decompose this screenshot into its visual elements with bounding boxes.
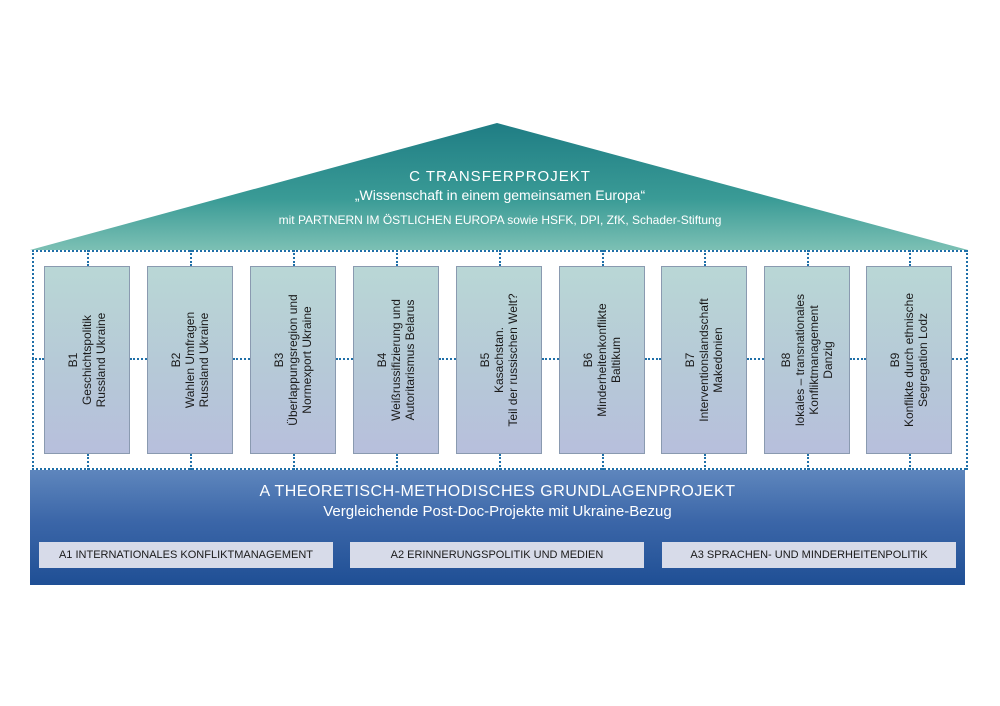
connector-between bbox=[336, 358, 353, 360]
connector-between bbox=[747, 358, 764, 360]
pillar-code: B9 bbox=[888, 352, 902, 368]
pillar-line: Wahlen Umfragen bbox=[183, 311, 197, 409]
connector-top bbox=[87, 250, 89, 266]
pillar-line: Überlappungsregion und bbox=[286, 294, 300, 426]
connector-top bbox=[704, 250, 706, 266]
pillar-code: B8 bbox=[779, 352, 793, 368]
connector-bottom bbox=[704, 454, 706, 470]
pillar-line: Geschichtspolitik bbox=[80, 314, 94, 406]
connector-bottom bbox=[499, 454, 501, 470]
connector-between bbox=[542, 358, 559, 360]
connector-top bbox=[499, 250, 501, 266]
pillar-code: B1 bbox=[66, 352, 80, 368]
pillar-code: B4 bbox=[375, 352, 389, 368]
roof-subtitle: „Wissenschaft in einem gemeinsamen Europ… bbox=[354, 187, 646, 203]
connector-bottom bbox=[396, 454, 398, 470]
connector-top bbox=[807, 250, 809, 266]
subproject-a1: A1 INTERNATIONALES KONFLIKTMANAGEMENT bbox=[39, 542, 333, 568]
pillar-line: Normexport Ukraine bbox=[300, 306, 314, 414]
connector-between bbox=[645, 358, 661, 360]
pillar-line: lokales – transnationales bbox=[793, 293, 807, 427]
pillar-line: Autoritarismus Belarus bbox=[403, 299, 417, 421]
pillar-code: B6 bbox=[581, 352, 595, 368]
subproject-a2: A2 ERINNERUNGSPOLITIK UND MEDIEN bbox=[350, 542, 644, 568]
foundation-title: A THEORETISCH-METHODISCHES GRUNDLAGENPRO… bbox=[259, 483, 736, 500]
foundation-subtitle: Vergleichende Post-Doc-Projekte mit Ukra… bbox=[323, 503, 672, 520]
pillar-line: Russland Ukraine bbox=[197, 312, 211, 408]
pillar-line: Kasachstan. bbox=[492, 326, 506, 394]
connector-bottom bbox=[293, 454, 295, 470]
pillar-line: Baltikum bbox=[609, 337, 623, 384]
subproject-a3: A3 SPRACHEN- UND MINDERHEITENPOLITIK bbox=[662, 542, 956, 568]
roof-title: C TRANSFERPROJEKT bbox=[409, 168, 591, 185]
connector-bottom bbox=[807, 454, 809, 470]
roof-partners: mit PARTNERN IM ÖSTLICHEN EUROPA sowie H… bbox=[278, 213, 722, 227]
pillar-code: B3 bbox=[272, 352, 286, 368]
pillar-line: Danzig bbox=[821, 341, 835, 379]
pillar-line: Weißrussifizierung und bbox=[389, 299, 403, 421]
connector-top bbox=[602, 250, 604, 266]
connector-edge-right bbox=[952, 358, 966, 360]
pillar-line: Russland Ukraine bbox=[94, 312, 108, 408]
pillar-code: B7 bbox=[683, 352, 697, 368]
connector-between bbox=[130, 358, 147, 360]
pillar-line: Konfliktmanagement bbox=[807, 305, 821, 415]
connector-top bbox=[190, 250, 192, 266]
foundation: A THEORETISCH-METHODISCHES GRUNDLAGENPRO… bbox=[30, 470, 965, 585]
connector-top bbox=[396, 250, 398, 266]
connector-bottom bbox=[87, 454, 89, 470]
pillar-line: Interventionslandschaft bbox=[697, 298, 711, 422]
pillar-line: Teil der russischen Welt? bbox=[506, 293, 520, 427]
pillar-line: Minderheitenkonflikte bbox=[595, 303, 609, 417]
connector-between bbox=[850, 358, 866, 360]
connector-top bbox=[293, 250, 295, 266]
connector-bottom bbox=[909, 454, 911, 470]
pillar-code: B2 bbox=[169, 352, 183, 368]
connector-top bbox=[909, 250, 911, 266]
connector-bottom bbox=[602, 454, 604, 470]
connector-between bbox=[439, 358, 456, 360]
connector-bottom bbox=[190, 454, 192, 470]
pillar-line: Segregation Lodz bbox=[916, 312, 930, 408]
connector-edge-left bbox=[32, 358, 44, 360]
pillar-code: B5 bbox=[478, 352, 492, 368]
pillar-line: Makedonien bbox=[711, 327, 725, 393]
connector-between bbox=[233, 358, 250, 360]
pillar-line: Konflikte durch ethnische bbox=[902, 292, 916, 428]
